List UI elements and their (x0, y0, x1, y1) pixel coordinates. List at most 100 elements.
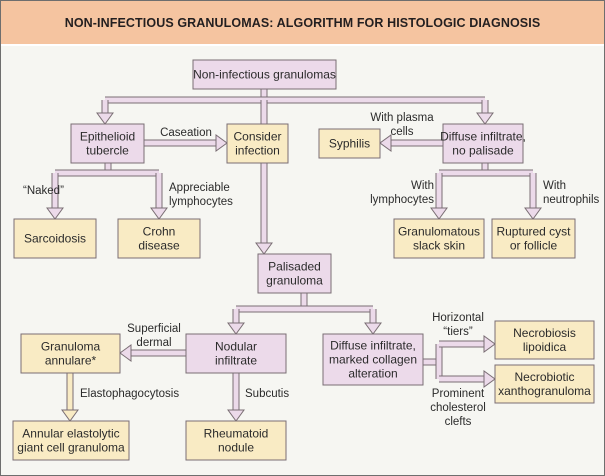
edge-label-text: clefts (445, 416, 472, 428)
edge-label-text: Elastophagocytosis (80, 388, 179, 400)
node-label: tubercle (86, 144, 129, 158)
arrow-subcutis (227, 373, 245, 422)
arrow-root-to-epithelioid (96, 100, 114, 125)
arrow-horizontal-tiers (439, 335, 496, 353)
node-sarcoidosis: Sarcoidosis (13, 218, 97, 259)
node-label: xanthogranuloma (498, 384, 591, 398)
node-label: Consider (233, 130, 281, 144)
arrow-caseation (144, 134, 228, 152)
node-label: Diffuse infiltrate, (330, 339, 416, 353)
node-label: Palisaded (268, 260, 321, 274)
edge-label-with-lymphocytes: With lymphocytes (370, 180, 434, 206)
edge-label-prominent-cholesterol: Prominent cholesterol clefts (430, 388, 486, 428)
node-label: infiltrate (215, 354, 257, 368)
edge-label-naked: “Naked” (23, 185, 64, 197)
arrow-root-to-palisaded (255, 100, 273, 255)
node-label: Non-infectious granulomas (193, 68, 336, 82)
edge-label-text: lymphocytes (169, 196, 233, 208)
node-label: alteration (348, 367, 397, 381)
node-label: nodule (218, 441, 254, 455)
edge-label-text: With (411, 180, 434, 192)
edge-label-text: “Naked” (23, 185, 64, 197)
node-diffuse-collagen: Diffuse infiltrate,marked collagenaltera… (322, 333, 424, 386)
arrow-root-to-diffuse-nopalisade (476, 100, 494, 125)
node-label: Granuloma (41, 340, 101, 354)
node-label: giant cell granuloma (17, 441, 125, 455)
arrow-palisaded-to-diffuse-collagen (364, 309, 382, 335)
boxes-layer: Non-infectious granulomasEpithelioidtube… (12, 59, 595, 461)
edge-label-superficial-dermal: Superficial dermal (127, 323, 181, 349)
node-label: no palisade (452, 144, 514, 158)
node-label: Nodular (215, 340, 257, 354)
edge-label-text: “tiers” (443, 326, 473, 338)
node-label: Ruptured cyst (496, 225, 571, 239)
node-label: disease (138, 239, 180, 253)
arrow-with-lymphocytes (430, 173, 448, 220)
node-label: Crohn (143, 225, 176, 239)
arrow-with-neutrophils (524, 173, 542, 220)
node-label: granuloma (266, 274, 323, 288)
edge-label-text: cholesterol (430, 402, 486, 414)
edge-label-with-neutrophils: With neutrophils (543, 180, 600, 206)
node-label: Epithelioid (80, 130, 135, 144)
node-label: Rheumatoid (204, 427, 269, 441)
diagram-title: NON-INFECTIOUS GRANULOMAS: ALGORITHM FOR… (64, 15, 541, 30)
edge-label-text: Appreciable (169, 182, 230, 194)
node-syphilis: Syphilis (318, 128, 381, 159)
node-label: Necrobiotic (514, 370, 574, 384)
edge-label-text: Superficial (127, 323, 181, 335)
arrow-palisaded-to-nodular (227, 309, 245, 335)
node-label: marked collagen (329, 353, 417, 367)
node-label: lipoidica (523, 340, 567, 354)
arrow-cholesterol-clefts (439, 370, 496, 388)
edge-label-text: neutrophils (543, 194, 600, 206)
edge-label-with-plasma-cells: With plasma cells (370, 112, 434, 138)
node-label: Diffuse infiltrate, (440, 130, 526, 144)
edge-label-elastophagocytosis: Elastophagocytosis (80, 388, 179, 400)
node-root: Non-infectious granulomas (192, 59, 337, 90)
edge-label-subcutis: Subcutis (245, 388, 289, 400)
node-label: or follicle (510, 239, 558, 253)
edge-label-text: cells (390, 126, 413, 138)
edge-label-text: dermal (136, 337, 171, 349)
edge-label-text: Horizontal (432, 312, 484, 324)
edge-labels-layer: Caseation“Naked”AppreciablelymphocytesWi… (23, 112, 600, 428)
edge-label-text: Subcutis (245, 388, 289, 400)
node-diffuse-nopalisade: Diffuse infiltrate,no palisade (440, 123, 526, 164)
arrow-superficial-dermal (119, 344, 186, 362)
title-band: NON-INFECTIOUS GRANULOMAS: ALGORITHM FOR… (1, 1, 604, 46)
edge-label-text: Prominent (432, 388, 485, 400)
node-label: Annular elastolytic (22, 427, 119, 441)
edge-label-text: lymphocytes (370, 194, 434, 206)
node-label: Necrobiosis (513, 326, 576, 340)
node-label: Sarcoidosis (24, 232, 86, 246)
arrow-elastophagocytosis (61, 373, 79, 422)
node-label: Syphilis (329, 137, 370, 151)
edge-label-text: Caseation (160, 127, 212, 139)
edge-label-horizontal-tiers: Horizontal “tiers” (432, 312, 484, 338)
node-label: infection (235, 144, 280, 158)
edge-label-text: With plasma (370, 112, 434, 124)
arrow-naked (46, 173, 64, 220)
edge-label-text: With (543, 180, 566, 192)
node-label: Granulomatous (398, 225, 480, 239)
arrows-layer (46, 89, 542, 422)
node-label: slack skin (413, 239, 465, 253)
arrow-plasma-cells (379, 134, 443, 152)
arrow-appreciable-lymphocytes (150, 173, 168, 220)
edge-label-caseation: Caseation (160, 127, 212, 139)
